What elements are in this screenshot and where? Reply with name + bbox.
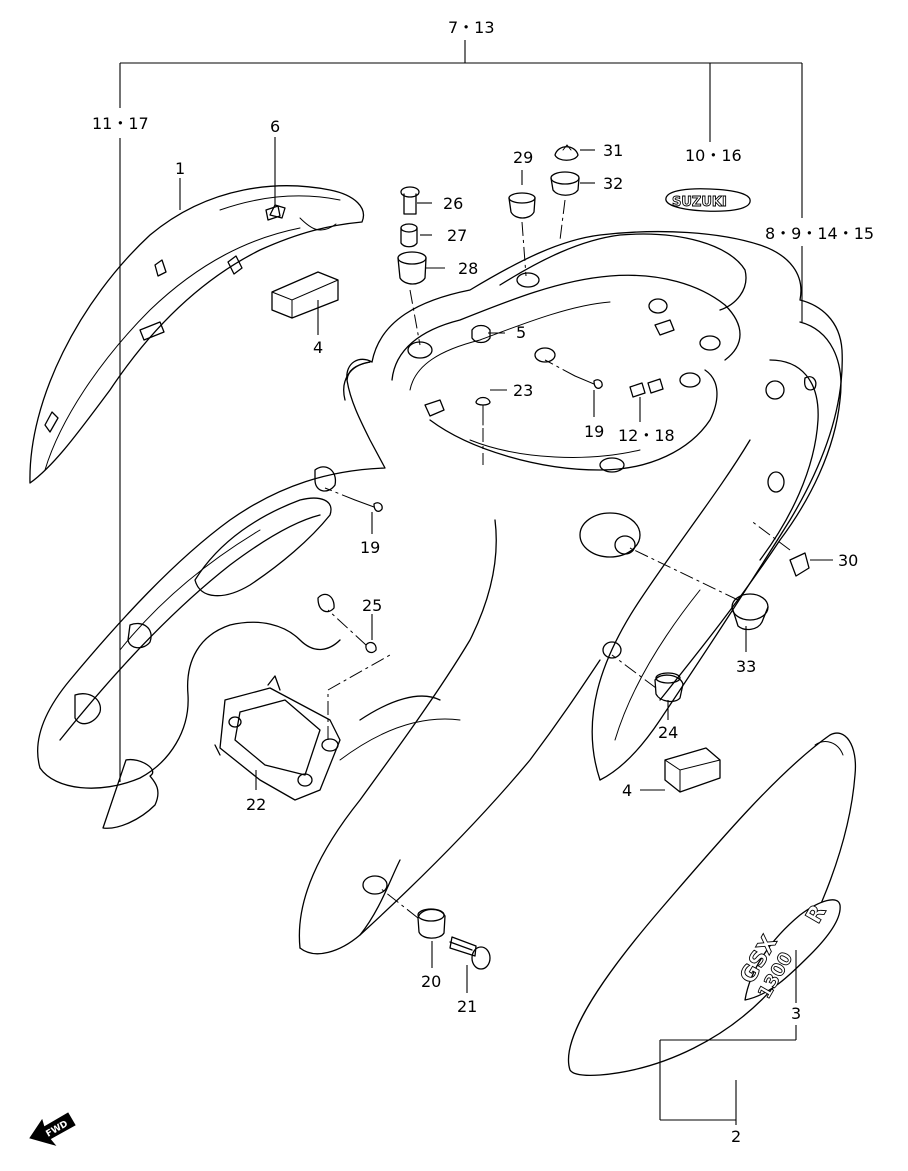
cushion-4-upper bbox=[271, 271, 339, 319]
label-part-27: 27 bbox=[447, 226, 467, 245]
label-12-18: 12・18 bbox=[618, 426, 675, 445]
label-part-33: 33 bbox=[736, 657, 756, 676]
emblem-brand: SUZUKI bbox=[672, 195, 727, 210]
label-part-32: 32 bbox=[603, 174, 623, 193]
label-part-25: 25 bbox=[362, 596, 382, 615]
label-part-31: 31 bbox=[603, 141, 623, 160]
tag-12-18 bbox=[629, 378, 664, 398]
suzuki-emblem: SUZUKI bbox=[665, 188, 751, 212]
nut-5 bbox=[471, 324, 491, 344]
label-part-21: 21 bbox=[457, 997, 477, 1016]
label-part-23: 23 bbox=[513, 381, 533, 400]
clip-23 bbox=[475, 396, 491, 426]
screw-19-upper bbox=[574, 375, 603, 389]
cushion-28 bbox=[397, 251, 427, 285]
assembly-lines bbox=[324, 199, 791, 919]
label-part-19-upper: 19 bbox=[584, 422, 604, 441]
collar-27 bbox=[400, 223, 418, 248]
cap-33 bbox=[731, 593, 769, 631]
cap-30 bbox=[789, 552, 810, 577]
grommet-24 bbox=[654, 672, 684, 703]
lower-left-sticker bbox=[102, 758, 159, 829]
screw-19-left bbox=[354, 499, 383, 512]
label-part-20: 20 bbox=[421, 972, 441, 991]
clip-6 bbox=[265, 205, 281, 221]
label-part-24: 24 bbox=[658, 723, 678, 742]
label-10-16: 10・16 bbox=[685, 146, 742, 165]
gsx-1300r-emblem: GSX 1300 R bbox=[735, 899, 841, 1003]
label-part-28: 28 bbox=[458, 259, 478, 278]
label-11-17: 11・17 bbox=[92, 114, 149, 133]
bolt-21 bbox=[449, 936, 491, 970]
label-part-4-upper: 4 bbox=[313, 338, 323, 357]
leader-lines bbox=[179, 137, 833, 1125]
grommet-32 bbox=[550, 171, 580, 196]
grommet-20 bbox=[417, 908, 446, 939]
label-7-13: 7・13 bbox=[448, 18, 495, 37]
bolt-26 bbox=[400, 186, 420, 215]
label-part-3: 3 bbox=[791, 1004, 801, 1023]
label-part-5: 5 bbox=[516, 323, 526, 342]
label-part-29: 29 bbox=[513, 148, 533, 167]
label-part-4-lower: 4 bbox=[622, 781, 632, 800]
fwd-arrow-icon: FWD bbox=[29, 1112, 76, 1146]
label-part-1: 1 bbox=[175, 159, 185, 178]
cushion-4-lower bbox=[664, 747, 721, 793]
label-part-19-left: 19 bbox=[360, 538, 380, 557]
label-part-30: 30 bbox=[838, 551, 858, 570]
labels: 7・13 11・17 10・16 8・9・14・15 12・18 1 6 4 2… bbox=[92, 18, 874, 1146]
label-part-6: 6 bbox=[270, 117, 280, 136]
seat-tail-cowl bbox=[37, 230, 843, 955]
group-bracket-7-13 bbox=[119, 40, 803, 782]
screw-25 bbox=[365, 641, 377, 654]
label-part-22: 22 bbox=[246, 795, 266, 814]
label-part-26: 26 bbox=[443, 194, 463, 213]
bracket-22 bbox=[214, 675, 341, 801]
right-side-cover bbox=[567, 732, 857, 1076]
left-upper-cover bbox=[29, 185, 365, 484]
screw-31 bbox=[554, 144, 579, 161]
label-part-2: 2 bbox=[731, 1127, 741, 1146]
grommet-29 bbox=[508, 192, 536, 219]
label-8-9-14-15: 8・9・14・15 bbox=[765, 224, 874, 243]
